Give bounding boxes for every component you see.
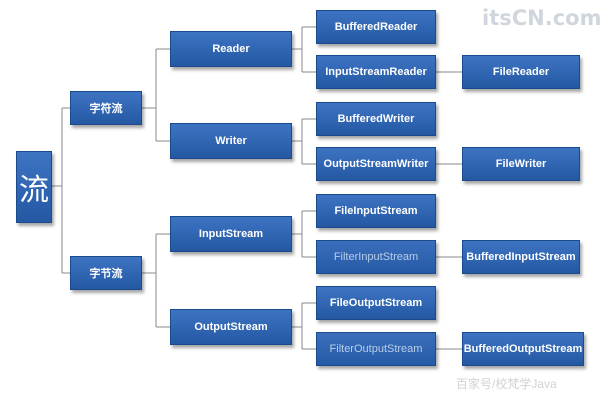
node-buffered-output-stream: BufferedOutputStream — [462, 332, 584, 366]
node-output-stream: OutputStream — [170, 309, 292, 345]
node-file-output-stream: FileOutputStream — [316, 286, 436, 320]
node-filter-output-stream: FilterOutputStream — [316, 332, 436, 366]
node-writer: Writer — [170, 123, 292, 159]
node-file-input-stream: FileInputStream — [316, 194, 436, 228]
node-buffered-writer: BufferedWriter — [316, 102, 436, 136]
watermark-bottom-right: 百家号/校梵学Java — [456, 377, 557, 391]
node-filter-input-stream: FilterInputStream — [316, 240, 436, 274]
node-root-stream: 流 — [16, 151, 52, 223]
node-file-writer: FileWriter — [462, 147, 580, 181]
node-output-stream-writer: OutputStreamWriter — [316, 147, 436, 181]
node-character-stream: 字符流 — [70, 91, 142, 125]
node-input-stream: InputStream — [170, 216, 292, 252]
node-byte-stream: 字节流 — [70, 256, 142, 290]
node-input-stream-reader: InputStreamReader — [316, 55, 436, 89]
node-buffered-input-stream: BufferedInputStream — [462, 240, 580, 274]
node-buffered-reader: BufferedReader — [316, 10, 436, 44]
node-reader: Reader — [170, 31, 292, 67]
node-file-reader: FileReader — [462, 55, 580, 89]
watermark-top-right: itsCN.com — [482, 6, 600, 30]
